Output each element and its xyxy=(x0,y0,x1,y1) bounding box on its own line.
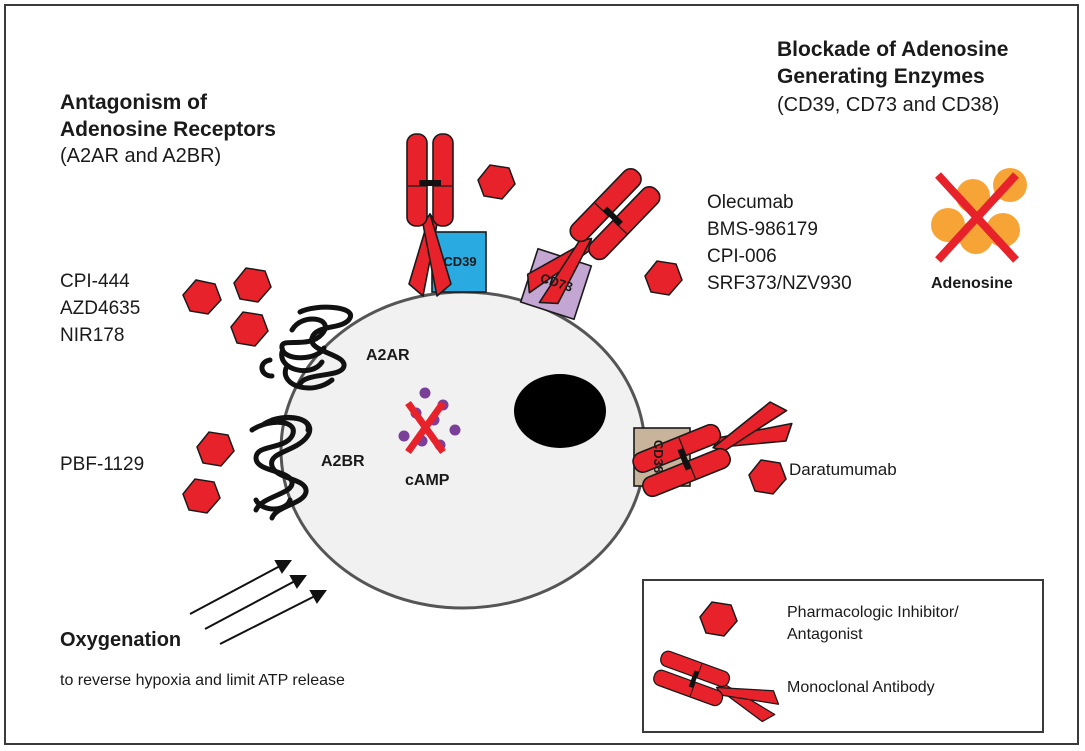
cd39-inhibitor-hexagon xyxy=(477,164,516,200)
a2br-drug-name: PBF-1129 xyxy=(60,454,145,475)
cd38-label: CD38 xyxy=(651,439,667,474)
inhibitor-hexagons xyxy=(182,164,787,514)
a2ar-inhibitor-hexagon xyxy=(182,279,222,315)
legend-inhibitor-line2: Antagonist xyxy=(787,626,863,643)
cd39-antibody-icon xyxy=(406,133,454,297)
figure-frame xyxy=(4,4,1079,745)
a2ar-label: A2AR xyxy=(366,347,410,364)
cd38-drug-name: Daratumumab xyxy=(789,460,897,479)
cd38-inhibitor-hexagon xyxy=(748,459,787,495)
cd73-inhibitor-hexagon xyxy=(644,260,683,296)
enzymes-heading-line2: Generating Enzymes xyxy=(777,65,985,88)
receptors-heading-line1: Antagonism of xyxy=(60,91,207,114)
enzymes-heading-line1: Blockade of Adenosine xyxy=(777,38,1009,61)
receptors-heading-line2: Adenosine Receptors xyxy=(60,118,276,141)
a2ar-inhibitor-hexagon xyxy=(230,311,269,347)
a2br-label: A2BR xyxy=(321,453,365,470)
camp-cross-icon xyxy=(405,400,446,455)
camp-label: cAMP xyxy=(405,472,450,489)
legend-inhibitor-label: Pharmacologic Inhibitor/ Antagonist xyxy=(787,602,959,646)
drug-name: CPI-006 xyxy=(707,246,777,267)
drug-name: BMS-986179 xyxy=(707,219,818,240)
enzymes-subheading: (CD39, CD73 and CD38) xyxy=(777,94,1000,116)
cd39-label: CD39 xyxy=(443,254,477,269)
adenosine-label: Adenosine xyxy=(931,275,1013,292)
drug-name: SRF373/NZV930 xyxy=(707,273,852,294)
receptors-subheading: (A2AR and A2BR) xyxy=(60,145,222,167)
legend-inhibitor-icon xyxy=(699,601,738,637)
cell-nucleus xyxy=(514,374,606,448)
drug-name: Olecumab xyxy=(707,192,794,213)
a2br-inhibitor-hexagon xyxy=(182,478,221,514)
adenosine-cross-icon xyxy=(935,172,1019,263)
drug-name: CPI-444 xyxy=(60,271,130,292)
drug-name: AZD4635 xyxy=(60,298,141,319)
legend-antibody-label: Monoclonal Antibody xyxy=(787,679,935,696)
oxygenation-arrows xyxy=(189,560,327,645)
legend-inhibitor-line1: Pharmacologic Inhibitor/ xyxy=(787,604,959,621)
cell-membrane xyxy=(279,290,647,610)
a2br-inhibitor-hexagon xyxy=(196,431,235,467)
a2ar-coil-detail xyxy=(297,304,353,387)
a2ar-drug-list: CPI-444 AZD4635 NIR178 xyxy=(60,268,140,349)
oxygenation-description: to reverse hypoxia and limit ATP release xyxy=(60,672,345,689)
a2ar-inhibitor-hexagon xyxy=(233,267,272,303)
a2br-coil-detail xyxy=(269,414,313,521)
drug-name: NIR178 xyxy=(60,325,125,346)
a2ar-receptor xyxy=(259,316,335,391)
oxygenation-label: Oxygenation xyxy=(60,629,182,651)
legend-box xyxy=(642,579,1044,733)
cd73-drug-list: Olecumab BMS-986179 CPI-006 SRF373/NZV93… xyxy=(707,189,852,297)
